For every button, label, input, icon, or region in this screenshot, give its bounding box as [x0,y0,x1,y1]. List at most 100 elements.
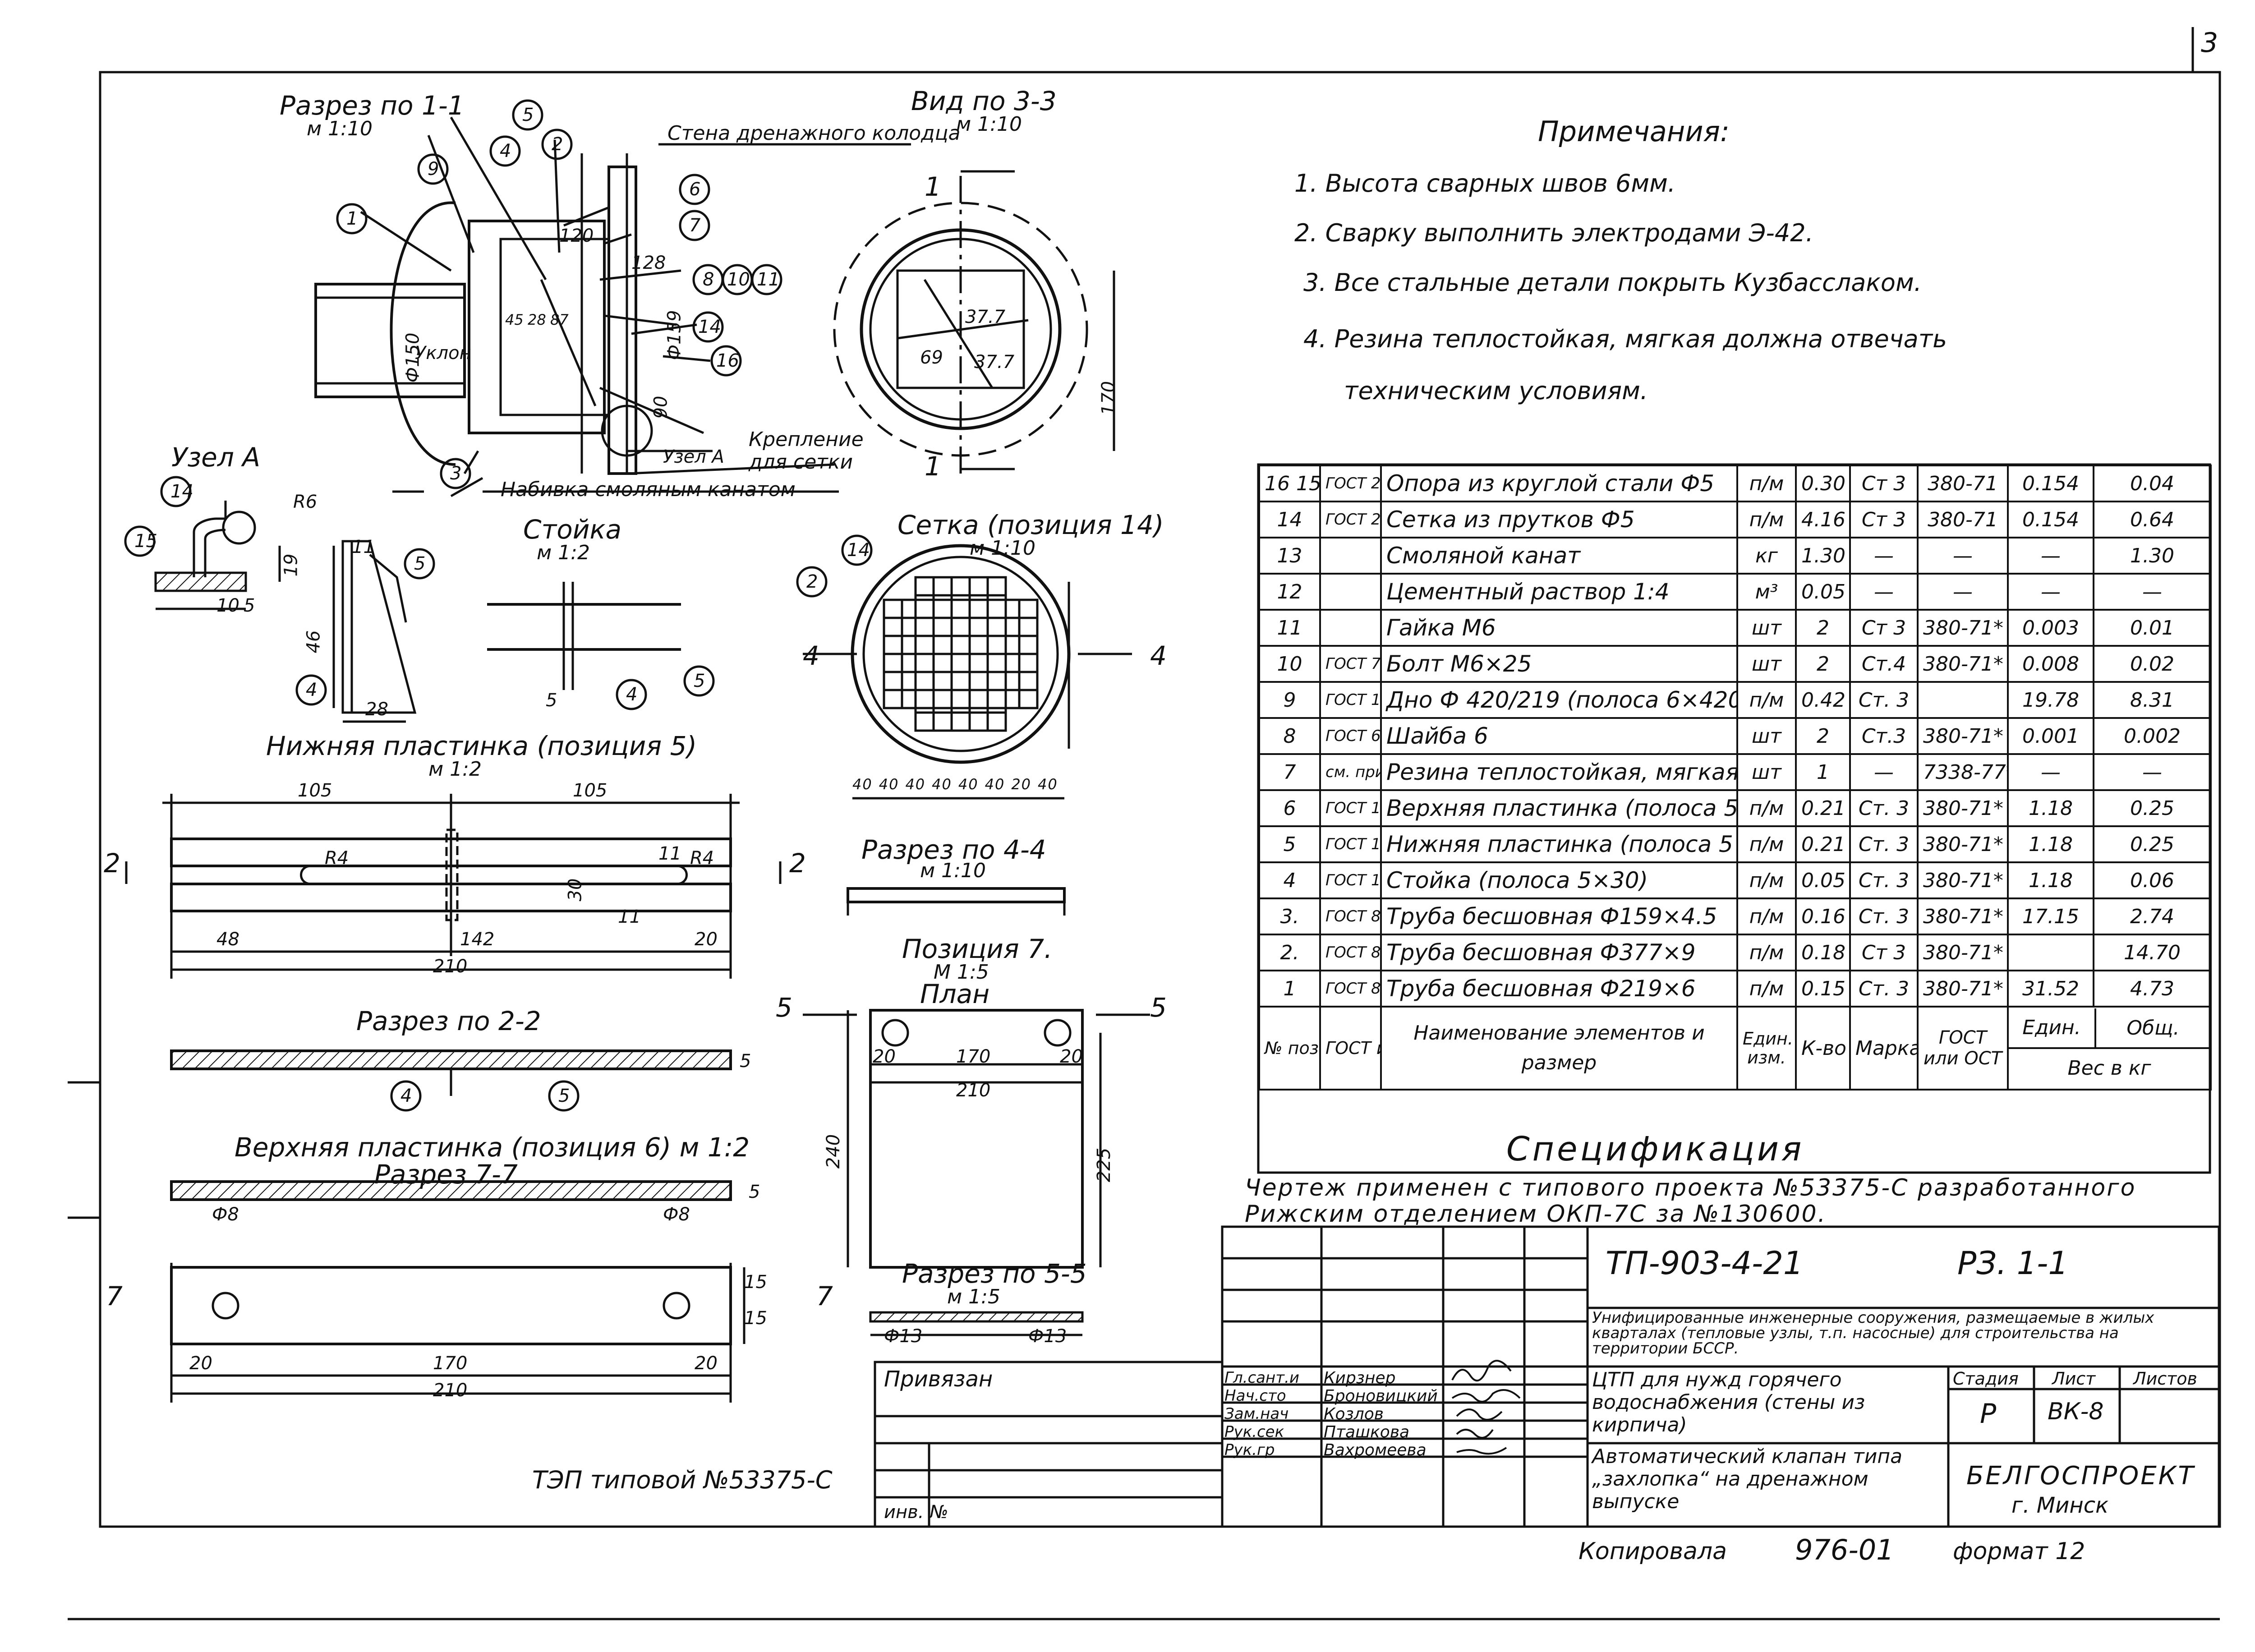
spec-cell-w2: 8.31 [2093,681,2212,719]
spec-cell-w1: — [2007,573,2094,611]
note-1: 1. Высота сварных швов 6мм. [1294,169,1676,198]
section-1-1-title: Разрез по 1-1 [280,90,465,121]
stoyka-title: Стойка [523,514,622,545]
spec-cell-name: Резина теплостойкая, мягкая 5×240×210 [1380,753,1738,791]
spec-head-name: Наименование элементов и размер [1380,1006,1738,1091]
spec-cell-unit: шт [1736,717,1797,755]
spec-cell-name: Дно Ф 420/219 (полоса 6×420) [1380,681,1738,719]
notes-title: Примечания: [1538,115,1730,148]
callout-3: 3 [450,463,462,484]
spec-cell-w2: 0.04 [2093,465,2212,502]
dim-r6: R6 [293,492,318,512]
callout-7: 7 [689,215,701,236]
position-7-mark-right: 5 [1150,992,1167,1023]
spec-cell-w1: 1.18 [2007,861,2094,899]
dim-48: 48 [216,929,239,950]
spec-cell-pos: 11 [1258,609,1321,647]
sheet-code: РЗ. 1-1 [1957,1245,2068,1282]
spec-cell-unit: п/м [1736,934,1797,971]
spec-cell-ost: 380-71* [1917,934,2009,971]
spec-head-qty: К-во [1795,1006,1851,1091]
spec-cell-qty: 0.05 [1795,573,1851,611]
view-3-3-mark-top: 1 [925,171,941,202]
copy-number: 976-01 [1795,1533,1894,1566]
dim-105a: 105 [298,780,332,801]
spec-cell-ost: 380-71 [1917,501,2009,538]
spec-cell-name: Стойка (полоса 5×30) [1380,861,1738,899]
spec-cell-name: Цементный раствор 1:4 [1380,573,1738,611]
spec-row: 2.ГОСТ 8732-78Труба бесшовная Ф377×9п/м0… [1258,934,2212,971]
spec-cell-w2: 0.01 [2093,609,2212,647]
spec-cell-ost: — [1917,537,2009,575]
spec-cell-gost [1319,573,1382,611]
stoyka-scale: м 1:2 [537,541,590,564]
name-5: Вахромеева [1324,1441,1427,1459]
spec-cell-w1: — [2007,753,2094,791]
spec-cell-mark: Ст 3 [1849,465,1919,502]
spec-cell-name: Сетка из прутков Ф5 [1380,501,1738,538]
dim-225: 225 [1094,1147,1115,1183]
upper-plate-title: Верхняя пластинка (позиция 6) м 1:2 [235,1132,750,1163]
node-a-ref: Узел А [663,446,724,467]
role-4: Рук.сек [1224,1423,1284,1441]
spec-head-w-total: Общ. [2126,1016,2180,1040]
spec-cell-mark: Ст 3 [1849,934,1919,971]
spec-cell-gost: см. прим. п4. [1319,753,1382,791]
dim-20d: 20 [1060,1046,1083,1067]
section-1-1-scale: м 1:10 [307,117,373,140]
spec-cell-unit: шт [1736,645,1797,683]
spec-cell-unit: кг [1736,537,1797,575]
spec-cell-unit: п/м [1736,465,1797,502]
spec-cell-qty: 2 [1795,717,1851,755]
dim-f13a: Ф13 [884,1326,923,1347]
dim-87: 87 [550,311,569,328]
spec-cell-w1: 17.15 [2007,897,2094,935]
dim-210b: 210 [433,1380,468,1401]
name-2: Броновицкий [1324,1387,1438,1405]
spec-cell-w1: 31.52 [2007,970,2094,1008]
spec-cell-qty: 1.30 [1795,537,1851,575]
spec-cell-qty: 0.05 [1795,861,1851,899]
dim-19: 19 [281,553,302,577]
spec-cell-w2: — [2093,753,2212,791]
callout-4: 4 [500,141,511,161]
spec-cell-w1: 19.78 [2007,681,2094,719]
spec-cell-w2: 2.74 [2093,897,2212,935]
node-a-callout-14: 14 [170,481,193,502]
name-4: Пташкова [1324,1423,1410,1441]
dim-20c: 20 [873,1046,896,1067]
spec-cell-w2: 0.64 [2093,501,2212,538]
spec-row: 7см. прим. п4.Резина теплостойкая, мягка… [1258,753,2212,791]
spec-cell-gost: ГОСТ 103-76 [1319,861,1382,899]
spec-cell-ost: 380-71* [1917,717,2009,755]
spec-cell-qty: 0.21 [1795,789,1851,827]
spec-cell-w1: 0.003 [2007,609,2094,647]
spec-cell-ost: 380-71* [1917,970,2009,1008]
spec-cell-w1: 0.154 [2007,465,2094,502]
section-4-4-title: Разрез по 4-4 [861,834,1046,865]
dim-28b: 28 [365,699,388,720]
setka-mark-left: 4 [803,640,819,671]
dim-142: 142 [460,929,495,950]
spec-cell-unit: п/м [1736,970,1797,1008]
callout-9: 9 [428,159,439,179]
role-1: Гл.сант.и [1224,1369,1299,1387]
inv-label: инв. № [884,1502,948,1523]
stoyka-callout-4b: 4 [626,684,638,705]
lower-plate-scale: м 1:2 [428,758,482,781]
spec-cell-name: Верхняя пластинка (полоса 5×30) [1380,789,1738,827]
dim-210c: 210 [956,1080,991,1101]
spec-cell-pos: 4 [1258,861,1321,899]
drawing-name: Автоматический клапан типа „захлопка“ на… [1592,1445,1903,1513]
spec-cell-unit: шт [1736,609,1797,647]
spec-cell-pos: 2. [1258,934,1321,971]
copied-label: Копировала [1578,1538,1727,1565]
spec-head-unit: Един. изм. [1736,1006,1797,1091]
spec-cell-w2: 0.25 [2093,789,2212,827]
spec-head-ost: ГОСТ или ОСТ [1917,1006,2009,1091]
fastening-label: Крепление для сетки [749,428,864,474]
spec-cell-w2: 0.002 [2093,717,2212,755]
spec-cell-mark: Ст. 3 [1849,681,1919,719]
